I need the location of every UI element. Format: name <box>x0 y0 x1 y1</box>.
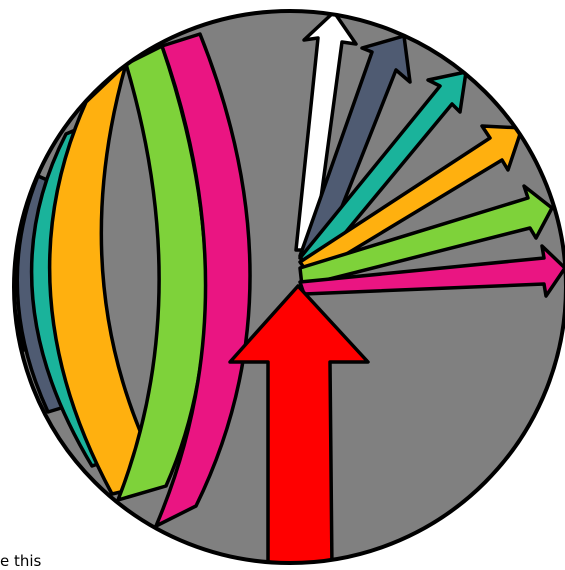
caption-text: e this <box>0 552 41 570</box>
